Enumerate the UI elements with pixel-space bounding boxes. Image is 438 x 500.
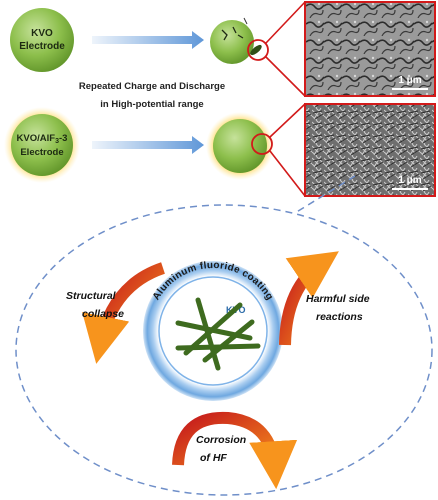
coated-sphere [206,112,274,180]
process-arrow-1 [92,31,204,49]
effect-corrosion-1: Corrosion [196,434,246,446]
effect-harmful-1: Harmful side [306,293,370,305]
cracked-sphere [210,17,262,64]
kvo-nanorods [175,297,261,371]
kvo-alf3-label-2: Electrode [20,147,63,158]
callout-1 [247,1,306,97]
kvo-alf3-electrode-sphere: KVO/AlF3-3 Electrode [4,107,80,183]
kvo-electrode-label-1: KVO [31,28,53,39]
sem-image-1: 1 μm [304,1,436,97]
callout-2 [251,103,306,197]
process-label-1: Repeated Charge and Discharge [79,81,225,92]
effect-corrosion-2: of HF [200,452,227,464]
process-arrow-2 [92,136,204,154]
effect-structural-2: collapse [82,308,124,320]
corrosion-hf-arrow [172,411,298,490]
detail-dashed-outline [15,204,433,496]
harmful-side-reactions-arrow [279,251,339,346]
effect-harmful-2: reactions [316,311,363,323]
structural-collapse-arrow [82,262,166,364]
process-label-2: in High-potential range [100,99,203,110]
kvo-alf3-label-1: KVO/AlF3-3 [17,133,68,145]
kvo-electrode-label-2: Electrode [19,41,65,52]
scale-label-1: 1 μm [398,75,421,86]
effect-structural-1: Structural [66,290,117,302]
kvo-electrode-sphere: KVO Electrode [10,8,74,72]
scale-label-2: 1 μm [398,175,421,186]
sem-image-2: 1 μm [304,103,436,197]
